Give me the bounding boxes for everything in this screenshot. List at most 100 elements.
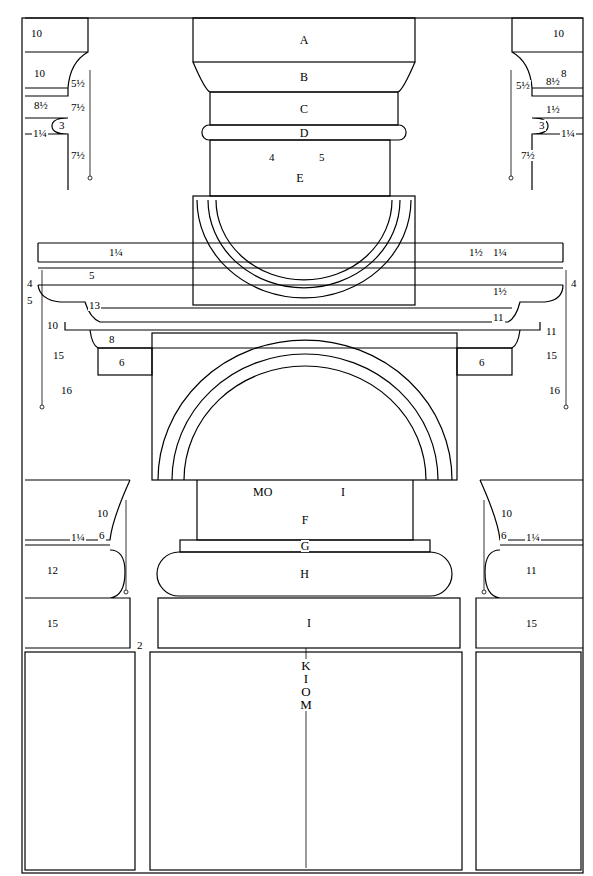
column-part: B xyxy=(210,62,398,92)
dimension-number: 12 xyxy=(46,565,59,576)
dimension-number: 11 xyxy=(545,326,558,337)
leader xyxy=(42,70,566,868)
arc xyxy=(208,200,400,288)
column-part: C xyxy=(210,92,398,125)
dimension-number: 5 xyxy=(318,152,326,163)
frieze xyxy=(457,348,512,375)
dimension-number: 11 xyxy=(525,565,538,576)
dimension-number: 1½ xyxy=(468,247,484,258)
dimension-number: 15 xyxy=(525,618,538,629)
dimension-number: 8½ xyxy=(545,76,561,87)
band xyxy=(210,92,398,125)
pedestal xyxy=(476,652,581,870)
dimension-number: 16 xyxy=(548,385,561,396)
part-letter: A xyxy=(300,34,309,46)
astragal xyxy=(202,125,406,140)
dimension-number: 16 xyxy=(60,385,73,396)
column-part: I xyxy=(158,598,460,648)
abacus xyxy=(193,18,415,62)
cornice-top xyxy=(38,243,563,262)
profile xyxy=(512,18,583,190)
part-letter: D xyxy=(300,127,309,139)
dimension-number: 5½ xyxy=(70,78,86,89)
dimension-number: 10 xyxy=(552,28,565,39)
dimension-number: 6 xyxy=(98,530,106,541)
part-letter: C xyxy=(300,103,308,115)
dimension-number: 10 xyxy=(30,28,43,39)
arch xyxy=(172,354,438,480)
arch xyxy=(158,340,452,480)
dimension-number: 2 xyxy=(136,640,144,651)
part-letter: B xyxy=(300,71,308,83)
dimension-number: 4 xyxy=(26,278,34,289)
dimension-number: 5 xyxy=(88,270,96,281)
dimension-number: 1¼ xyxy=(70,532,86,543)
dimension-number: 8½ xyxy=(33,100,49,111)
dimension-number: 1½ xyxy=(492,286,508,297)
dimension-number: 8 xyxy=(560,68,568,79)
dimension-number: 5½ xyxy=(515,80,531,91)
fillet xyxy=(180,540,430,552)
column-part: H xyxy=(157,552,452,596)
arch xyxy=(184,366,426,480)
column-part: D xyxy=(202,125,406,140)
part-letter: I xyxy=(307,617,311,629)
dimension-number: 5 xyxy=(26,295,34,306)
column-part: K I O M xyxy=(150,655,462,867)
dimension-number: 6 xyxy=(500,530,508,541)
dimension-number: 15 xyxy=(52,350,65,361)
dimension-number: 6 xyxy=(478,357,486,368)
dimension-number: 1½ xyxy=(545,104,561,115)
dimension-number: 6 xyxy=(118,357,126,368)
dimension-number: 4 xyxy=(570,278,578,289)
dimension-number: 3 xyxy=(58,120,66,131)
dimension-number: 1¼ xyxy=(492,247,508,258)
dimension-number: 7½ xyxy=(70,150,86,161)
dimension-number: 15 xyxy=(46,618,59,629)
dimension-number: 1¼ xyxy=(108,247,124,258)
column-part: E xyxy=(210,160,390,196)
pedestal xyxy=(25,652,135,870)
dimension-number: 7½ xyxy=(520,150,536,161)
part-letter: G xyxy=(301,540,310,552)
dimension-number: 1¼ xyxy=(32,128,48,139)
arch-block xyxy=(152,333,457,480)
dimension-number: 3 xyxy=(538,120,546,131)
profile xyxy=(476,480,583,648)
neck xyxy=(210,140,390,196)
dimension-number: 11 xyxy=(492,312,505,323)
part-letter: H xyxy=(300,568,309,580)
dimension-number: 15 xyxy=(545,350,558,361)
part-letter: K I O M xyxy=(300,659,313,711)
plinth xyxy=(158,598,460,648)
profile xyxy=(25,480,130,648)
column-part: G xyxy=(180,540,430,552)
column-part: A xyxy=(193,18,415,62)
dimension-number: 1¼ xyxy=(525,532,541,543)
torus xyxy=(157,552,452,596)
dimension-number: 10 xyxy=(46,320,59,331)
cornice-lines xyxy=(38,262,563,308)
column-part: F xyxy=(197,500,413,540)
frieze xyxy=(98,348,152,375)
dimension-number: 13 xyxy=(88,300,101,311)
dimension-number: 10 xyxy=(33,68,46,79)
dimension-number: 1¼ xyxy=(560,128,576,139)
part-letter: F xyxy=(302,514,309,526)
dimension-number: 4 xyxy=(268,152,276,163)
block xyxy=(193,196,415,305)
arc xyxy=(197,200,411,298)
profile xyxy=(25,18,88,190)
dimension-number: 7½ xyxy=(70,102,86,113)
shaft-foot xyxy=(197,480,413,540)
dimension-number: 10 xyxy=(96,508,109,519)
cornice-profile xyxy=(38,285,563,322)
module-label: MO xyxy=(252,486,273,498)
module-label: I xyxy=(340,486,346,498)
frame xyxy=(22,18,583,873)
dimension-number: 8 xyxy=(108,334,116,345)
dimension-number: 10 xyxy=(500,508,513,519)
echinus xyxy=(193,62,415,92)
fillet xyxy=(65,322,540,330)
